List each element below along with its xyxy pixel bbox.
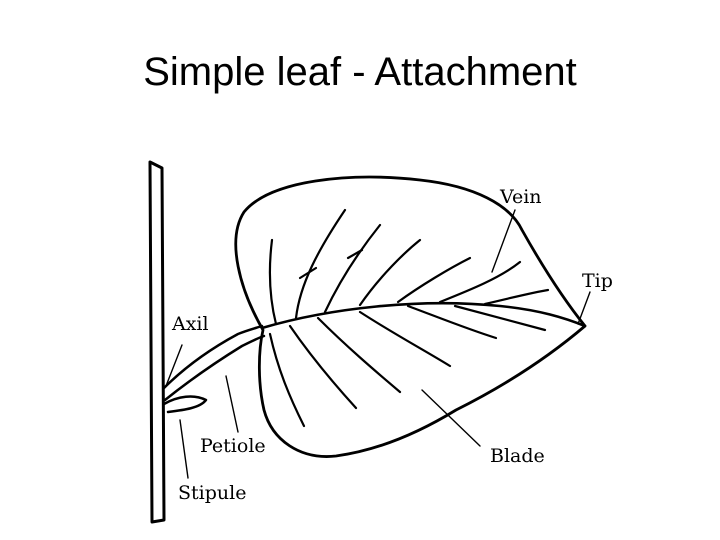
stem <box>148 160 166 524</box>
slide-title: Simple leaf - Attachment <box>143 50 577 94</box>
petiole-lower-edge <box>163 334 266 402</box>
lower-veins <box>268 304 547 428</box>
leaf-blade-outline <box>234 175 587 458</box>
stipule <box>162 395 208 414</box>
midrib <box>260 301 587 330</box>
label-vein: Vein <box>499 186 542 208</box>
label-tip: Tip <box>582 270 613 292</box>
label-blade: Blade <box>490 445 545 467</box>
petiole-upper-edge <box>162 324 264 390</box>
label-axil: Axil <box>171 313 209 335</box>
label-stipule: Stipule <box>178 482 246 504</box>
upper-veins <box>268 208 550 326</box>
leader-lines <box>165 209 591 479</box>
label-petiole: Petiole <box>200 435 266 457</box>
